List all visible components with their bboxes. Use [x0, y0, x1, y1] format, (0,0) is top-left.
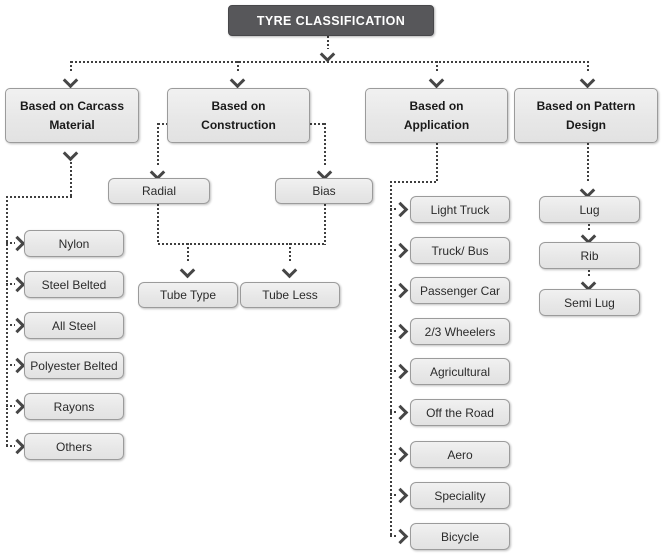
arrow-right-icon	[9, 235, 26, 252]
node-2-3-wheelers: 2/3 Wheelers	[410, 318, 510, 345]
arrow-down-icon	[319, 46, 336, 63]
diagram-title: TYRE CLASSIFICATION	[228, 5, 434, 36]
node-bicycle: Bicycle	[410, 523, 510, 550]
connector-line	[390, 535, 398, 537]
arrow-right-icon	[392, 487, 409, 504]
arrow-right-icon	[9, 438, 26, 455]
node-radial: Radial	[108, 178, 210, 204]
connector-line	[390, 494, 398, 496]
node-rayons: Rayons	[24, 393, 124, 420]
arrow-right-icon	[9, 357, 26, 374]
node-aero: Aero	[410, 441, 510, 468]
node-bias: Bias	[275, 178, 373, 204]
category-label: Based on Carcass Material	[19, 98, 125, 132]
arrow-right-icon	[392, 323, 409, 340]
arrow-down-icon	[428, 72, 445, 89]
connector-line	[588, 224, 590, 231]
connector-line	[324, 204, 326, 245]
node-tube-type: Tube Type	[138, 282, 238, 308]
connector-line	[71, 61, 588, 63]
connector-line	[310, 123, 325, 125]
connector-line	[390, 181, 438, 183]
arrow-right-icon	[392, 282, 409, 299]
arrow-right-icon	[392, 528, 409, 545]
node-steel-belted: Steel Belted	[24, 271, 124, 298]
connector-line	[390, 370, 398, 372]
arrow-right-icon	[9, 317, 26, 334]
arrow-down-icon	[579, 72, 596, 89]
arrow-right-icon	[392, 404, 409, 421]
connector-line	[390, 249, 398, 251]
connector-line	[436, 61, 438, 73]
connector-line	[157, 204, 159, 244]
connector-line	[289, 243, 291, 262]
connector-line	[70, 158, 72, 197]
connector-line	[6, 445, 15, 447]
arrow-right-icon	[392, 201, 409, 218]
node-passenger-car: Passenger Car	[410, 277, 510, 304]
category-carcass-material: Based on Carcass Material	[5, 88, 139, 143]
connector-line	[390, 181, 392, 537]
connector-line	[6, 405, 15, 407]
connector-line	[158, 243, 326, 245]
connector-line	[6, 364, 15, 366]
connector-line	[588, 270, 590, 277]
node-polyester-belted: Polyester Belted	[24, 352, 124, 379]
arrow-right-icon	[9, 276, 26, 293]
arrow-right-icon	[9, 398, 26, 415]
arrow-right-icon	[392, 242, 409, 259]
node-off-the-road: Off the Road	[410, 399, 510, 426]
connector-line	[237, 61, 239, 73]
arrow-down-icon	[281, 262, 298, 279]
connector-line	[6, 283, 15, 285]
category-label: Based on Construction	[201, 98, 276, 132]
connector-line	[587, 61, 589, 73]
category-label: Based on Pattern Design	[536, 98, 636, 132]
category-pattern-design: Based on Pattern Design	[514, 88, 658, 143]
connector-line	[157, 123, 159, 165]
node-all-steel: All Steel	[24, 312, 124, 339]
arrow-right-icon	[392, 446, 409, 463]
arrow-right-icon	[392, 363, 409, 380]
category-label: Based on Application	[403, 98, 470, 132]
connector-line	[6, 324, 15, 326]
connector-line	[390, 330, 398, 332]
connector-line	[390, 453, 398, 455]
connector-line	[436, 143, 438, 181]
connector-line	[324, 123, 326, 165]
node-nylon: Nylon	[24, 230, 124, 257]
arrow-down-icon	[229, 72, 246, 89]
arrow-down-icon	[62, 145, 79, 162]
connector-line	[390, 208, 398, 210]
category-application: Based on Application	[365, 88, 508, 143]
node-tube-less: Tube Less	[240, 282, 340, 308]
connector-line	[6, 196, 8, 447]
node-rib: Rib	[539, 242, 640, 269]
node-others: Others	[24, 433, 124, 460]
arrow-down-icon	[179, 262, 196, 279]
node-speciality: Speciality	[410, 482, 510, 509]
connector-line	[587, 143, 589, 183]
connector-line	[327, 36, 329, 49]
connector-line	[158, 123, 168, 125]
connector-line	[187, 243, 189, 262]
connector-line	[6, 242, 15, 244]
category-construction: Based on Construction	[167, 88, 310, 143]
node-semi-lug: Semi Lug	[539, 289, 640, 316]
node-agricultural: Agricultural	[410, 358, 510, 385]
connector-line	[70, 61, 72, 73]
connector-line	[390, 289, 398, 291]
node-lug: Lug	[539, 196, 640, 223]
node-light-truck: Light Truck	[410, 196, 510, 223]
connector-line	[390, 411, 398, 413]
node-truck-bus: Truck/ Bus	[410, 237, 510, 264]
connector-line	[6, 196, 72, 198]
arrow-down-icon	[62, 72, 79, 89]
